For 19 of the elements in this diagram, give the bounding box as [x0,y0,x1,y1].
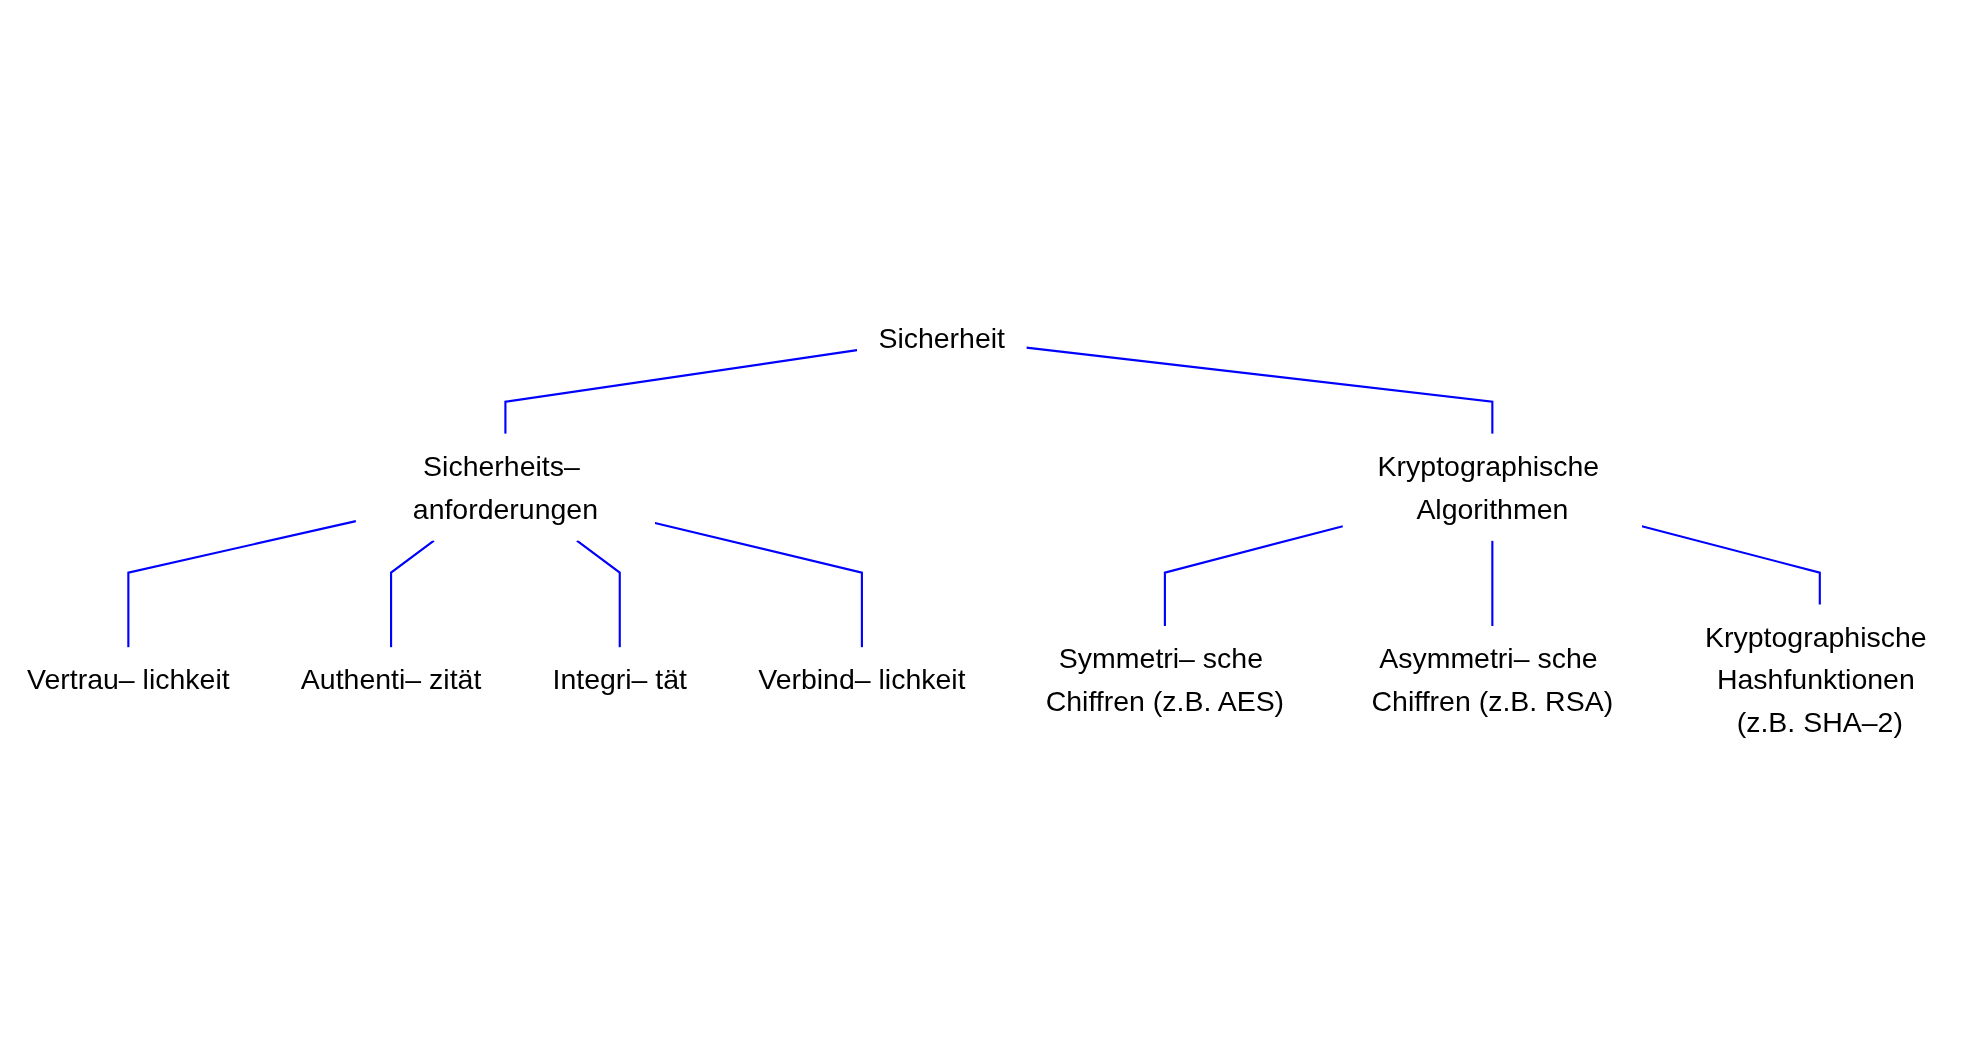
node-text: Verbind– lichkeit [758,663,966,696]
connector [576,539,621,648]
node-text: Asymmetri– sche Chiffren (z.B. RSA) [1371,642,1614,717]
node-text: Kryptographische Algorithmen [1377,450,1600,525]
node-text: Vertrau– lichkeit [27,663,230,696]
node-text: Integri– tät [552,663,688,696]
connector [1163,525,1344,627]
connector [654,522,863,648]
node-text: Symmetri– sche Chiffren (z.B. AES) [1045,642,1285,717]
connector [1641,525,1821,605]
connector [390,539,435,648]
connector [1491,540,1494,627]
connector [504,349,858,434]
node-text: Kryptographische Hashfunktionen (z.B. SHA–2) [1705,621,1927,738]
node-text: Sicherheits– anforderungen [412,450,599,525]
connector [127,520,357,648]
connector [1026,346,1494,434]
node-text: Sicherheit [878,322,1006,354]
node-text: Authenti– zität [300,663,482,696]
